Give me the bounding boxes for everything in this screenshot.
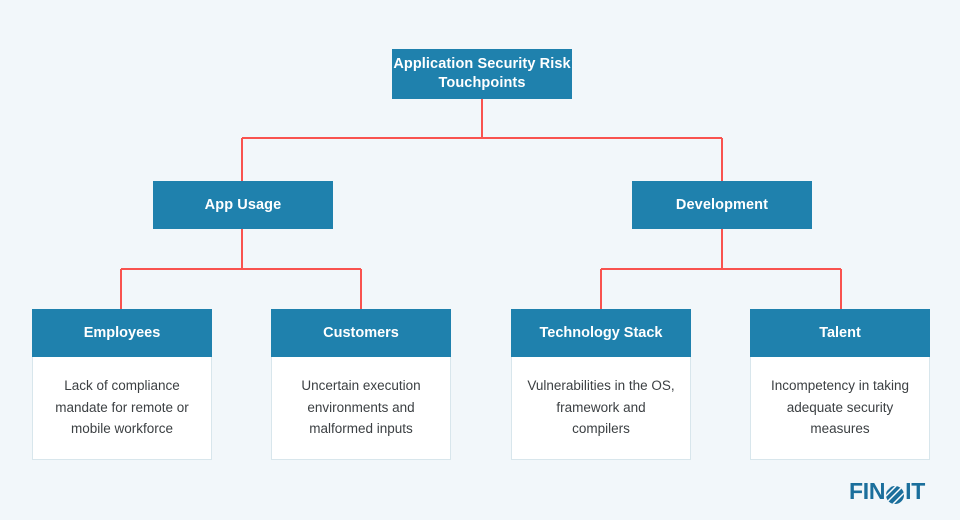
finoit-logo: FIN IT (849, 478, 925, 505)
card-technology-stack-body: Vulnerabilities in the OS, framework and… (527, 378, 675, 436)
card-employees: Employees Lack of compliance mandate for… (32, 309, 212, 460)
logo-text-after: IT (905, 478, 925, 504)
card-technology-stack-body-wrap: Vulnerabilities in the OS, framework and… (512, 357, 690, 459)
card-customers-title: Customers (271, 309, 451, 357)
striped-circle-icon (885, 484, 905, 504)
card-technology-stack-title: Technology Stack (511, 309, 691, 357)
card-technology-stack: Technology Stack Vulnerabilities in the … (511, 309, 691, 460)
node-app-usage: App Usage (153, 181, 333, 229)
node-root: Application Security Risk Touchpoints (392, 49, 572, 99)
card-customers: Customers Uncertain execution environmen… (271, 309, 451, 460)
card-employees-body: Lack of compliance mandate for remote or… (55, 378, 189, 436)
card-talent-body: Incompetency in taking adequate security… (770, 378, 910, 436)
card-customers-body-wrap: Uncertain execution environments and mal… (272, 357, 450, 459)
card-employees-body-wrap: Lack of compliance mandate for remote or… (33, 357, 211, 459)
card-talent-body-wrap: Incompetency in taking adequate security… (751, 357, 929, 459)
logo-text-before: FIN (849, 478, 886, 504)
card-talent-title: Talent (750, 309, 930, 357)
node-development: Development (632, 181, 812, 229)
card-talent: Talent Incompetency in taking adequate s… (750, 309, 930, 460)
card-customers-body: Uncertain execution environments and mal… (301, 378, 421, 436)
card-employees-title: Employees (32, 309, 212, 357)
